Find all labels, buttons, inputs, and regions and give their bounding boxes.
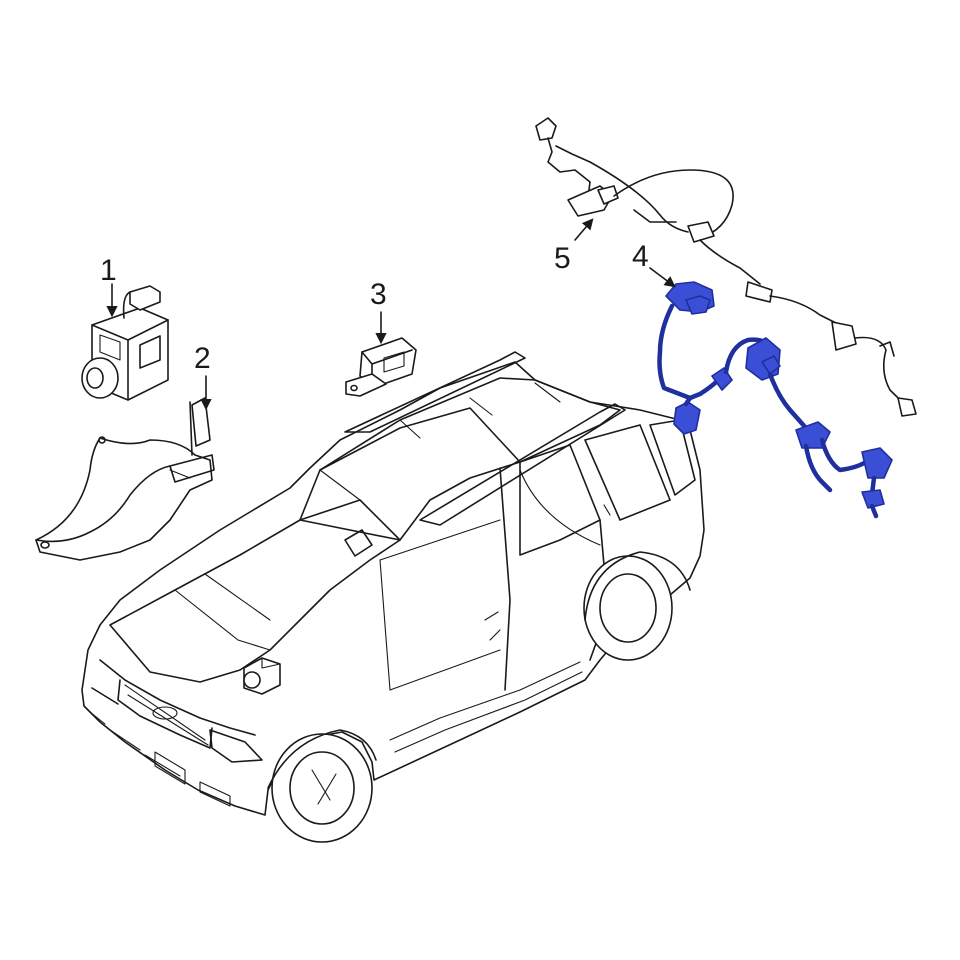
abs-actuator-unit-drawing	[81, 285, 169, 401]
actuator-bracket-drawing	[35, 397, 215, 561]
sensor-module-drawing	[345, 337, 417, 397]
callout-3: 3	[370, 278, 387, 311]
hood-sensor-component	[243, 657, 281, 695]
sensor-wire-harness-highlight	[657, 281, 893, 519]
front-sensor-harness-drawing	[535, 117, 917, 417]
callout-4: 4	[632, 240, 649, 273]
callout-arrows	[106, 218, 676, 411]
callout-5: 5	[554, 242, 571, 275]
callout-arrow-4	[649, 267, 676, 288]
callout-arrow-5	[574, 218, 594, 241]
callout-1: 1	[100, 254, 117, 287]
callout-labels: 1 2 3 4 5	[100, 240, 649, 375]
callout-2: 2	[194, 342, 211, 375]
vehicle-illustration	[81, 351, 705, 843]
